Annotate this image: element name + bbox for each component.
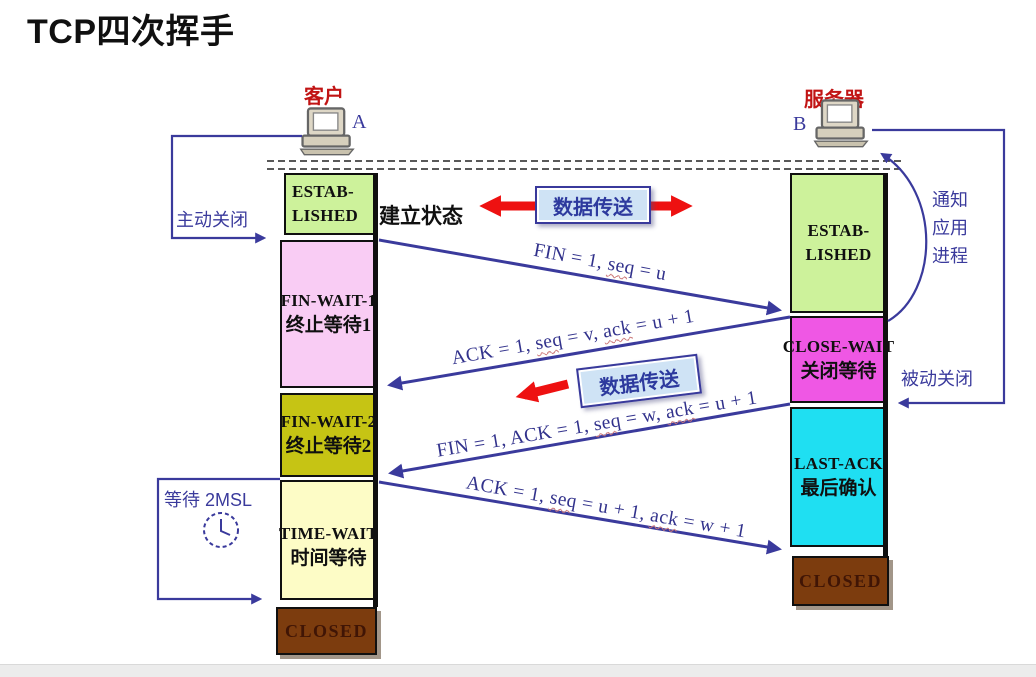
established-note: 建立状态 (379, 205, 463, 228)
server-state-last-ack: LAST-ACK 最后确认 (790, 407, 887, 547)
client-computer-icon (298, 106, 356, 158)
notify-app-curve-arrow (880, 152, 928, 322)
clock-icon (203, 512, 239, 548)
server-computer-icon (812, 98, 870, 150)
server-host-letter: B (793, 113, 807, 135)
message-fin-seq-u: FIN = 1, seq = u (532, 239, 669, 286)
message-ack-final: ACK = 1, seq = u + 1, ack = w + 1 (464, 472, 748, 543)
client-role-label: 客户 (304, 86, 344, 108)
server-state-established: ESTAB- LISHED (790, 173, 887, 313)
active-close-label: 主动关闭 (176, 210, 248, 230)
notify-app-process-label: 通知 应用 进程 (932, 190, 968, 266)
client-state-fin-wait-2: FIN-WAIT-2 终止等待2 (280, 393, 377, 477)
data-transfer-mid-arrow (515, 379, 570, 403)
horizontal-scrollbar-track[interactable] (0, 664, 1036, 677)
passive-close-label: 被动关闭 (901, 369, 973, 389)
wait-2msl-label: 等待 2MSL (164, 490, 253, 510)
client-host-letter: A (352, 111, 367, 133)
page-title: TCP四次挥手 (27, 13, 235, 51)
server-state-close-wait: CLOSE-WAIT 关闭等待 (783, 316, 894, 403)
server-timeline-bar (883, 173, 888, 556)
client-state-closed: CLOSED (276, 607, 377, 655)
server-state-closed: CLOSED (792, 556, 889, 606)
data-transfer-box-top: 数据传送 (535, 186, 651, 224)
client-timeline-bar (373, 173, 378, 607)
client-state-established: ESTAB- LISHED (284, 173, 377, 235)
client-state-fin-wait-1: FIN-WAIT-1 终止等待1 (280, 240, 377, 388)
client-state-time-wait: TIME-WAIT 时间等待 (279, 480, 378, 600)
